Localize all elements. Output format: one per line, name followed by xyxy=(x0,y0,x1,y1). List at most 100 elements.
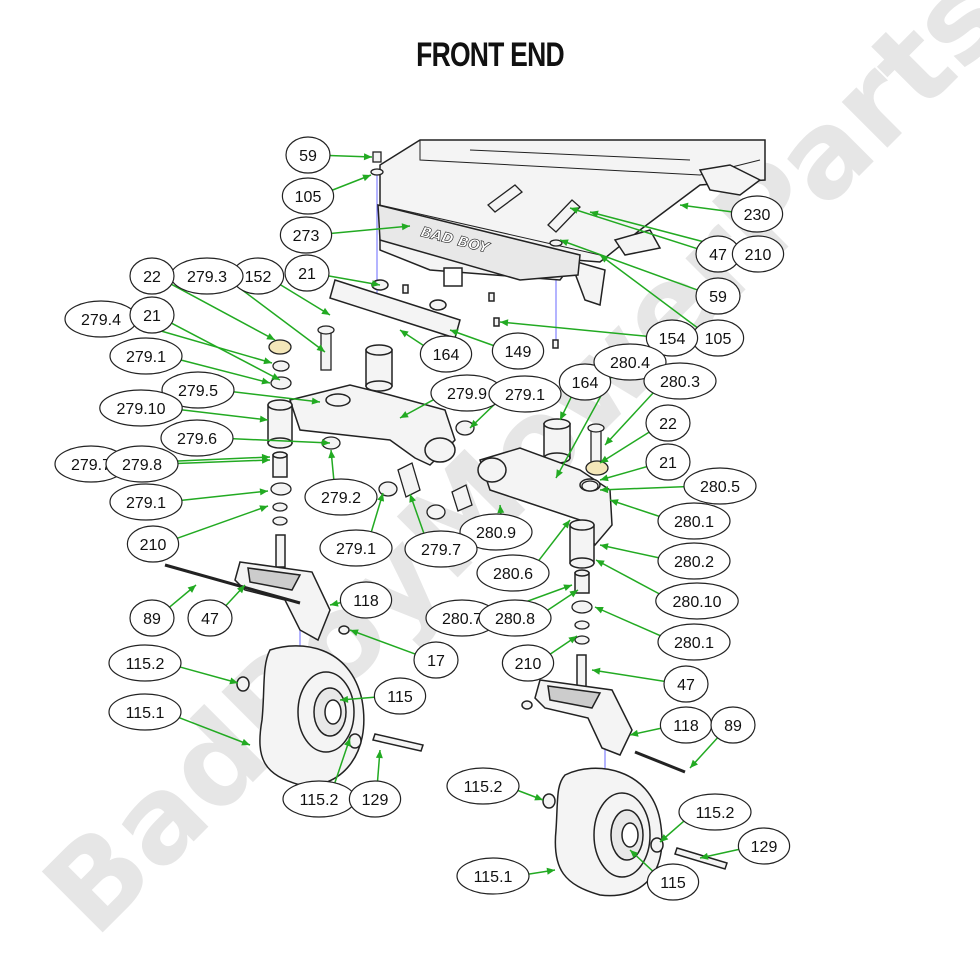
leader-arrow-c54 xyxy=(630,729,639,737)
callout-bubble xyxy=(501,644,555,682)
callout-bubble xyxy=(593,343,667,381)
callout-label: 210 xyxy=(515,656,542,673)
callout-c15: 21 xyxy=(129,296,175,334)
callout-label: 230 xyxy=(744,207,771,224)
spacer-left xyxy=(365,344,393,392)
leader-arrow-c38 xyxy=(409,494,416,503)
leader-line-c29 xyxy=(176,459,271,465)
leader-line-c39 xyxy=(599,544,661,559)
callout-label: 280.2 xyxy=(674,554,714,571)
callout-bubble xyxy=(279,216,333,254)
callout-label: 118 xyxy=(673,718,699,735)
callout-label: 280.4 xyxy=(610,355,650,372)
callout-label: 47 xyxy=(677,677,695,694)
callout-bubble xyxy=(284,254,330,292)
callout-label: 279.1 xyxy=(126,349,166,366)
leader-arrow-c30 xyxy=(600,474,609,482)
leader-arrow-c35 xyxy=(497,505,505,514)
leader-arrow-c24 xyxy=(556,469,563,478)
callout-bubble xyxy=(655,582,739,620)
callout-bubble xyxy=(339,581,393,619)
left-arm xyxy=(289,384,456,466)
callout-c36: 210 xyxy=(126,525,180,563)
callout-bubble xyxy=(419,335,473,373)
spacer-right xyxy=(543,418,571,464)
callout-c60: 129 xyxy=(737,827,791,865)
callout-bubble xyxy=(160,419,234,457)
callout-label: 129 xyxy=(751,839,778,856)
callout-label: 115 xyxy=(660,875,686,892)
callout-label: 279.6 xyxy=(177,431,217,448)
callout-label: 280.10 xyxy=(673,594,722,611)
leader-line-c34 xyxy=(609,499,662,518)
callout-c62: 115 xyxy=(646,863,700,901)
callout-c18: 279.1 xyxy=(109,337,183,375)
callout-label: 47 xyxy=(709,247,727,264)
callout-label: 164 xyxy=(572,375,599,392)
callout-c53: 115.1 xyxy=(108,693,182,731)
callout-c26: 279.6 xyxy=(160,419,234,457)
callout-bubble xyxy=(657,623,731,661)
callout-c32: 279.2 xyxy=(304,478,378,516)
right-kingpin xyxy=(569,519,595,594)
callout-bubble xyxy=(126,525,180,563)
leader-arrow-c26 xyxy=(321,439,330,447)
callout-c39: 280.2 xyxy=(657,542,731,580)
leader-arrow-c15 xyxy=(271,373,280,380)
callout-label: 118 xyxy=(353,593,379,610)
callout-c24: 280.4 xyxy=(593,343,667,381)
left-kingpin xyxy=(267,399,293,478)
callout-label: 210 xyxy=(745,247,772,264)
leader-arrow-c25 xyxy=(605,436,614,445)
callout-c27: 22 xyxy=(645,404,691,442)
leader-line-c49 xyxy=(349,629,417,656)
leader-arrow-c40 xyxy=(562,520,570,529)
leader-line-c8 xyxy=(599,254,699,329)
callout-c13: 22 xyxy=(129,257,175,295)
leader-arrow-c57 xyxy=(375,750,383,759)
callout-bubble xyxy=(646,863,700,901)
leader-arrow-c45 xyxy=(563,584,572,592)
callout-label: 21 xyxy=(659,455,677,472)
leader-arrow-c60 xyxy=(700,852,709,860)
callout-label: 59 xyxy=(709,289,727,306)
leader-line-c56 xyxy=(333,737,351,785)
callout-label: 59 xyxy=(299,148,317,165)
leader-arrow-c51 xyxy=(592,667,601,675)
callout-label: 115.2 xyxy=(696,805,735,822)
callout-c50: 210 xyxy=(501,644,555,682)
leader-arrow-c1 xyxy=(363,153,372,161)
leader-arrow-c2 xyxy=(362,174,371,182)
callout-c42: 118 xyxy=(339,581,393,619)
callout-bubble xyxy=(657,502,731,540)
leader-arrow-c11 xyxy=(321,307,330,315)
bolt-280-3 xyxy=(587,423,605,469)
callout-label: 280.1 xyxy=(674,514,714,531)
callout-c41: 280.10 xyxy=(655,582,739,620)
callout-bubble xyxy=(404,530,478,568)
leader-arrow-c10 xyxy=(371,280,380,288)
callout-c12: 279.3 xyxy=(170,257,244,295)
leader-arrow-c41 xyxy=(596,560,605,567)
callout-c59: 115.2 xyxy=(678,793,752,831)
callout-label: 279.10 xyxy=(117,401,166,418)
callout-c46: 280.8 xyxy=(478,599,552,637)
leader-arrow-c7 xyxy=(560,239,569,247)
leader-arrow-c49 xyxy=(350,629,359,637)
callout-c16: 164 xyxy=(419,335,473,373)
callout-bubble xyxy=(129,257,175,295)
callout-c56: 115.2 xyxy=(282,780,356,818)
callout-label: 273 xyxy=(293,228,320,245)
callout-bubble xyxy=(105,445,179,483)
callout-bubble xyxy=(558,363,612,401)
callout-bubble xyxy=(446,767,520,805)
left-caster-fork xyxy=(164,534,350,642)
leader-arrow-c14 xyxy=(263,357,272,365)
callout-label: 17 xyxy=(427,653,445,670)
callout-c20: 279.10 xyxy=(99,389,183,427)
leader-arrow-c47 xyxy=(595,607,604,614)
callout-bubble xyxy=(161,371,235,409)
callout-c17: 149 xyxy=(491,332,545,370)
callout-c52: 115 xyxy=(373,677,427,715)
